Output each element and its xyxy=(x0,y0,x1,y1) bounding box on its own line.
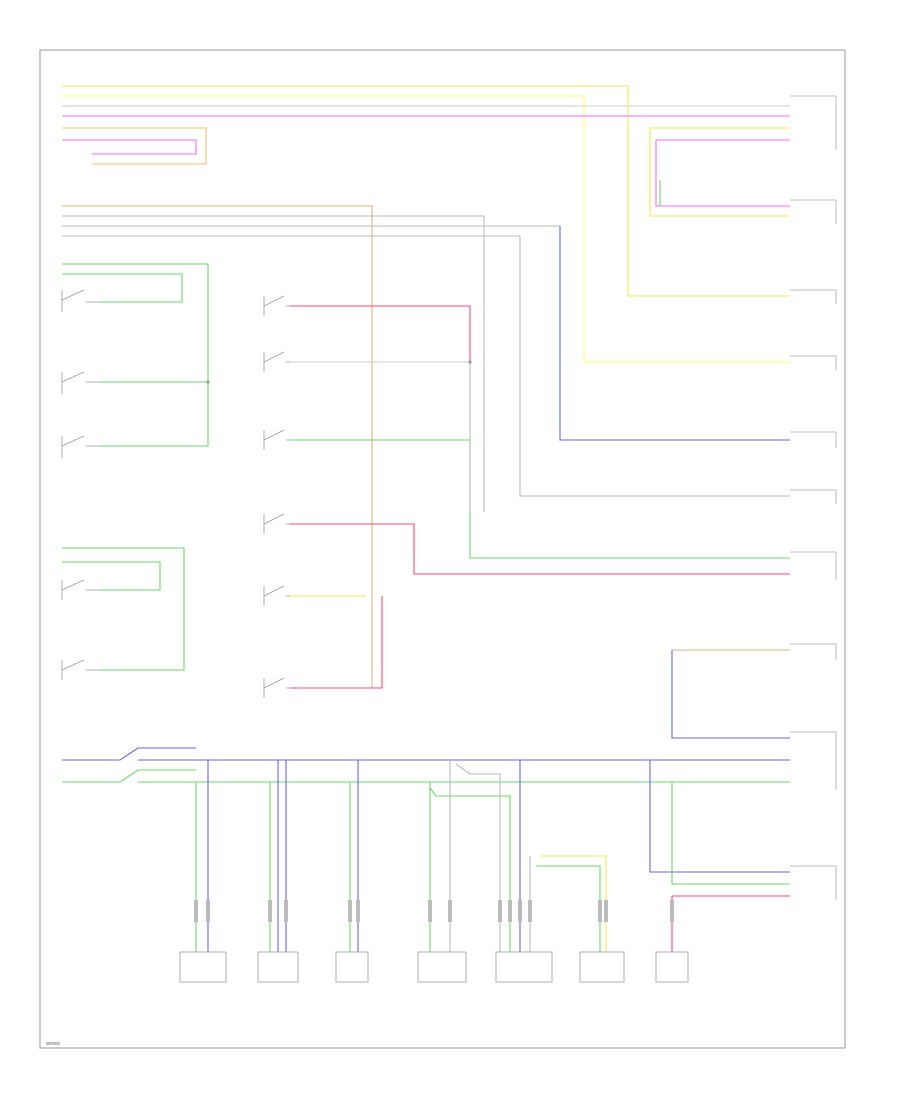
right-connectors xyxy=(790,95,837,900)
wire-pink-loop xyxy=(62,139,197,155)
wire-yellow-drop xyxy=(649,128,790,217)
wire-gray-mid-3 xyxy=(62,235,790,497)
wire-red-center-3 xyxy=(290,596,383,689)
drop-markers xyxy=(194,900,674,922)
splice-point xyxy=(468,360,472,364)
wire-green-lft-5 xyxy=(62,561,161,591)
wire-green-bus xyxy=(62,769,790,783)
wire-yellow-top xyxy=(62,85,790,297)
switch-symbols-left xyxy=(61,289,100,680)
left-switch-block xyxy=(62,263,209,671)
mid-harness xyxy=(62,205,790,689)
wire-red-center-2 xyxy=(290,523,790,575)
wire-orange-top xyxy=(62,127,207,165)
wire-gray-mid-1 xyxy=(62,215,485,512)
center-switch-block xyxy=(290,305,790,689)
wire-blue-mid xyxy=(559,226,790,441)
wire-green-lft-4 xyxy=(62,547,185,671)
wire-tan-mid xyxy=(62,205,373,689)
wire-green-center xyxy=(290,439,790,559)
wire-red-center-1 xyxy=(290,305,471,362)
top-harness xyxy=(62,85,790,363)
wire-blue-right xyxy=(671,650,790,739)
diagram-code: W0000 xyxy=(46,1041,60,1046)
wire-red-tail xyxy=(671,895,790,952)
bus-drops xyxy=(195,760,607,952)
can-bus xyxy=(62,649,790,952)
wire-blue-tail xyxy=(649,760,790,873)
switch-symbols-center xyxy=(263,295,290,698)
bottom-connectors xyxy=(179,951,689,983)
splice-point xyxy=(206,380,210,384)
diagram-frame xyxy=(39,49,846,1049)
wire-green-lft-1 xyxy=(62,263,209,447)
wire-yellow-2 xyxy=(62,95,790,363)
wire-green-tail xyxy=(671,782,790,885)
wire-green-lft-2 xyxy=(62,273,183,303)
wire-pink-drop xyxy=(655,140,790,207)
wire-blue-bus xyxy=(62,747,790,761)
